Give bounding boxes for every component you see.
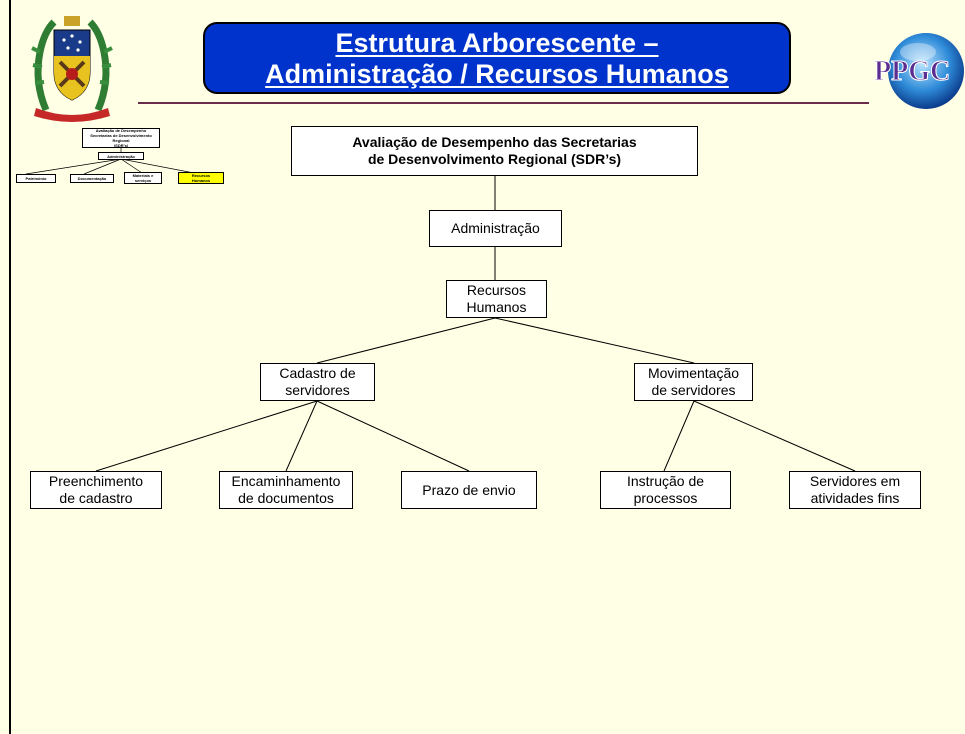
node-movimentacao-line-1: Movimentação [647,365,740,381]
overview-materiais-line-2: serviços [134,178,152,183]
overview-node-documentacao: Documentação [70,174,114,183]
node-instrucao-processos: Instrução de processos [600,471,731,509]
node-movimentacao-servidores: Movimentação de servidores [634,363,753,401]
title-line-2: Administração / Recursos Humanos [265,59,729,89]
title-line-1: Estrutura Arborescente – [335,28,659,58]
overview-root-line-1: Avaliação de Desempenho [95,128,147,133]
title-rule [138,102,869,104]
node-movimentacao-line-2: de servidores [651,382,736,398]
overview-node-root: Avaliação de Desempenho Secretarias de D… [82,128,160,148]
overview-recursos-line-2: Humanos [191,178,211,183]
left-border [9,0,11,734]
university-crest-icon [31,16,113,122]
overview-node-materiais: Materiais e serviços [124,172,162,184]
node-instrucao-line-1: Instrução de [626,473,705,489]
overview-root-line-2: Secretarias de Desenvolvimento Regional [90,133,152,143]
node-recursos-humanos-line-2: Humanos [466,299,527,315]
node-root-line-2: de Desenvolvimento Regional (SDR’s) [367,151,622,167]
node-encaminhamento-line-1: Encaminhamento [231,473,341,489]
node-cadastro-line-1: Cadastro de [279,365,356,381]
node-recursos-humanos: Recursos Humanos [446,280,547,318]
node-prazo-envio: Prazo de envio [401,471,537,509]
node-servidores-fins-line-2: atividades fins [810,490,900,506]
overview-root-line-3: (SDR’s) [113,143,129,148]
overview-materiais-line-1: Materiais e [132,173,154,178]
node-instrucao-line-2: processos [633,490,698,506]
node-recursos-humanos-line-1: Recursos [466,282,527,298]
ppgc-logo-text: PPGC [874,56,950,87]
overview-node-recursos-humanos: Recursos Humanos [178,172,224,184]
node-servidores-fins-line-1: Servidores em [809,473,901,489]
node-encaminhamento-line-2: de documentos [238,490,334,506]
node-encaminhamento-documentos: Encaminhamento de documentos [219,471,353,509]
overview-node-patrimonio: Patrimônio [16,174,56,183]
node-preenchimento-cadastro: Preenchimento de cadastro [30,471,162,509]
overview-diagram: Avaliação de Desempenho Secretarias de D… [14,124,230,189]
overview-recursos-line-1: Recursos [191,173,211,178]
node-root: Avaliação de Desempenho das Secretarias … [291,126,698,176]
node-preenchimento-line-1: Preenchimento [48,473,144,489]
node-servidores-atividades-fins: Servidores em atividades fins [789,471,921,509]
node-root-line-1: Avaliação de Desempenho das Secretarias [352,134,637,150]
node-cadastro-servidores: Cadastro de servidores [260,363,375,401]
page-title: Estrutura Arborescente – Administração /… [203,22,791,94]
node-cadastro-line-2: servidores [285,382,350,398]
node-preenchimento-line-2: de cadastro [59,490,133,506]
node-administracao: Administração [429,210,562,247]
overview-connectors [25,148,195,175]
overview-node-admin: Administração [98,152,144,160]
ppgc-logo-icon: PPGC [874,33,964,109]
